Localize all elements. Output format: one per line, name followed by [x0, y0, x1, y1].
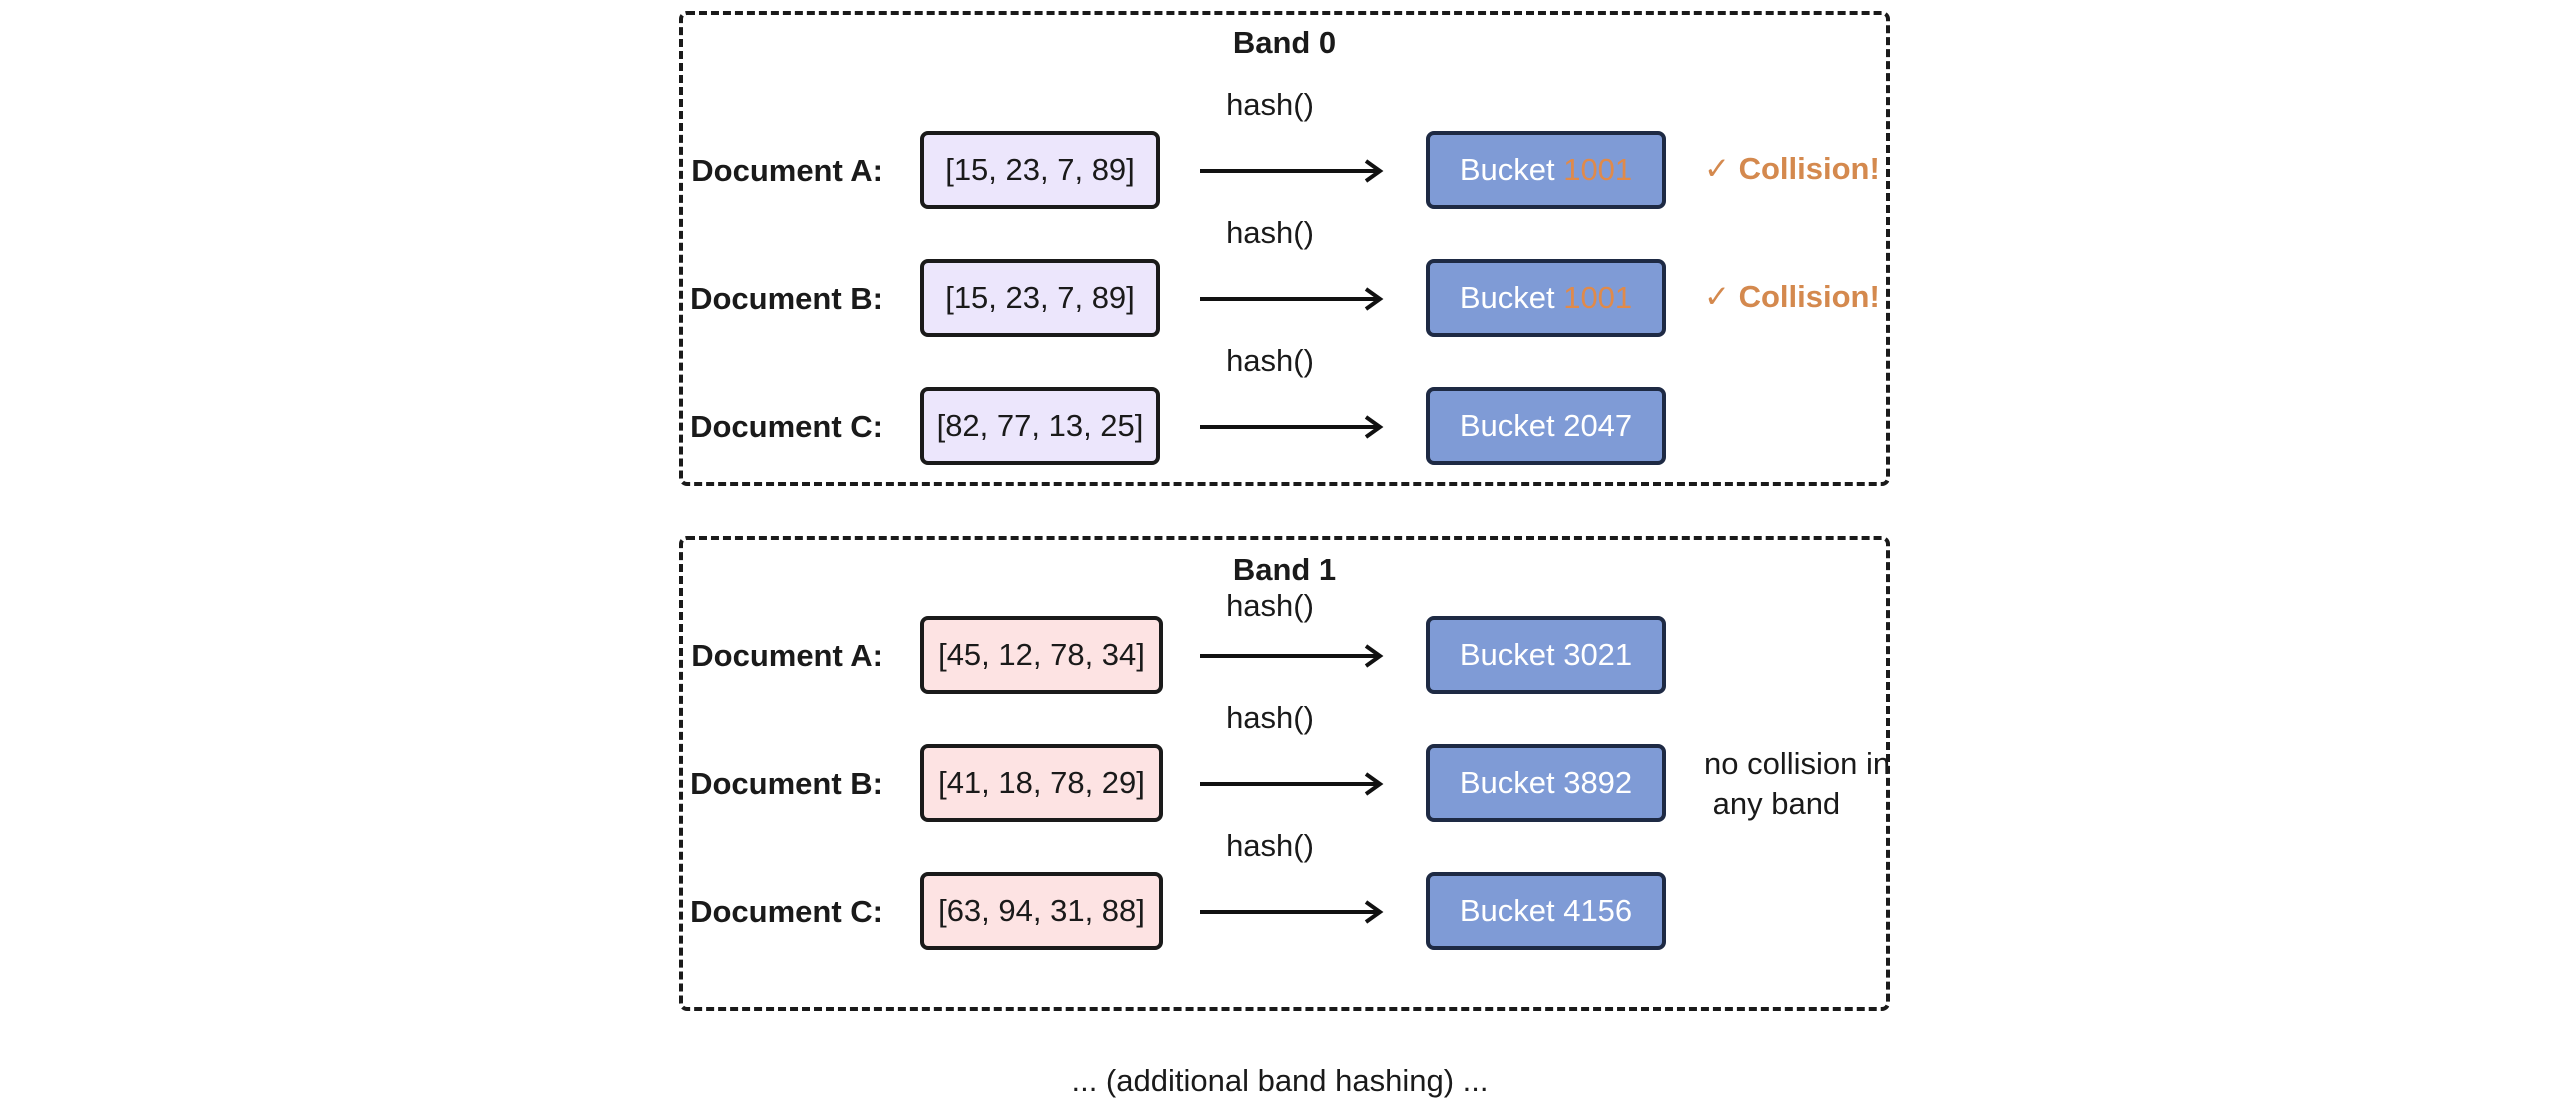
bucket-prefix: Bucket	[1459, 893, 1564, 928]
collision-label: ✓ Collision!	[1704, 151, 1880, 186]
bucket-id: 1001	[1563, 280, 1633, 315]
bucket-id: 4156	[1563, 893, 1633, 928]
hash-label: hash()	[1226, 343, 1314, 378]
document-label: Document C:	[690, 409, 883, 444]
hash-label: hash()	[1226, 87, 1314, 122]
arrow-right-icon	[1200, 772, 1384, 796]
hash-label: hash()	[1226, 215, 1314, 250]
document-label: Document C:	[690, 894, 883, 929]
band-row: Document A: [15, 23, 7, 89] hash() Bucke…	[683, 87, 1894, 211]
hash-label: hash()	[1226, 700, 1314, 735]
document-label: Document B:	[690, 281, 883, 316]
band-row: Document B: [41, 18, 78, 29] hash() Buck…	[683, 700, 1894, 824]
document-label: Document B:	[690, 766, 883, 801]
bucket-id: 3021	[1563, 637, 1633, 672]
bucket-box: Bucket 3021	[1426, 616, 1666, 694]
arrow-right-icon	[1200, 159, 1384, 183]
bucket-id: 3892	[1563, 765, 1633, 800]
band-title: Band 1	[1232, 552, 1337, 587]
bucket-prefix: Bucket	[1459, 280, 1564, 315]
signature-box: [15, 23, 7, 89]	[920, 259, 1160, 337]
no-collision-note: no collision in any band	[1704, 746, 1891, 821]
bucket-prefix: Bucket	[1459, 637, 1564, 672]
band-0-container: Band 0 Document A: [15, 23, 7, 89] hash(…	[679, 11, 1890, 486]
hash-label: hash()	[1226, 588, 1314, 623]
document-label: Document A:	[691, 153, 883, 188]
band-row: Document A: [45, 12, 78, 34] hash() Buck…	[683, 588, 1894, 696]
bucket-id: 2047	[1563, 408, 1633, 443]
band-row: Document B: [15, 23, 7, 89] hash() Bucke…	[683, 215, 1894, 339]
bucket-box: Bucket 2047	[1426, 387, 1666, 465]
bucket-prefix: Bucket	[1459, 152, 1564, 187]
footer-note: ... (additional band hashing) ...	[1071, 1063, 1489, 1098]
signature-box: [15, 23, 7, 89]	[920, 131, 1160, 209]
bucket-box: Bucket 1001	[1426, 259, 1666, 337]
document-label: Document A:	[691, 638, 883, 673]
arrow-right-icon	[1200, 644, 1384, 668]
signature-box: [82, 77, 13, 25]	[920, 387, 1160, 465]
bucket-prefix: Bucket	[1459, 408, 1564, 443]
band-row: Document C: [82, 77, 13, 25] hash() Buck…	[683, 343, 1894, 467]
band-1-container: Band 1 Document A: [45, 12, 78, 34] hash…	[679, 536, 1890, 1011]
band-row: Document C: [63, 94, 31, 88] hash() Buck…	[683, 828, 1894, 952]
signature-box: [45, 12, 78, 34]	[920, 616, 1163, 694]
arrow-right-icon	[1200, 287, 1384, 311]
arrow-right-icon	[1200, 900, 1384, 924]
bucket-box: Bucket 1001	[1426, 131, 1666, 209]
bucket-box: Bucket 3892	[1426, 744, 1666, 822]
collision-label: ✓ Collision!	[1704, 279, 1880, 314]
signature-box: [63, 94, 31, 88]	[920, 872, 1163, 950]
bucket-id: 1001	[1563, 152, 1633, 187]
signature-box: [41, 18, 78, 29]	[920, 744, 1163, 822]
bucket-prefix: Bucket	[1459, 765, 1564, 800]
hash-label: hash()	[1226, 828, 1314, 863]
band-title: Band 0	[1232, 25, 1337, 60]
bucket-box: Bucket 4156	[1426, 872, 1666, 950]
arrow-right-icon	[1200, 415, 1384, 439]
